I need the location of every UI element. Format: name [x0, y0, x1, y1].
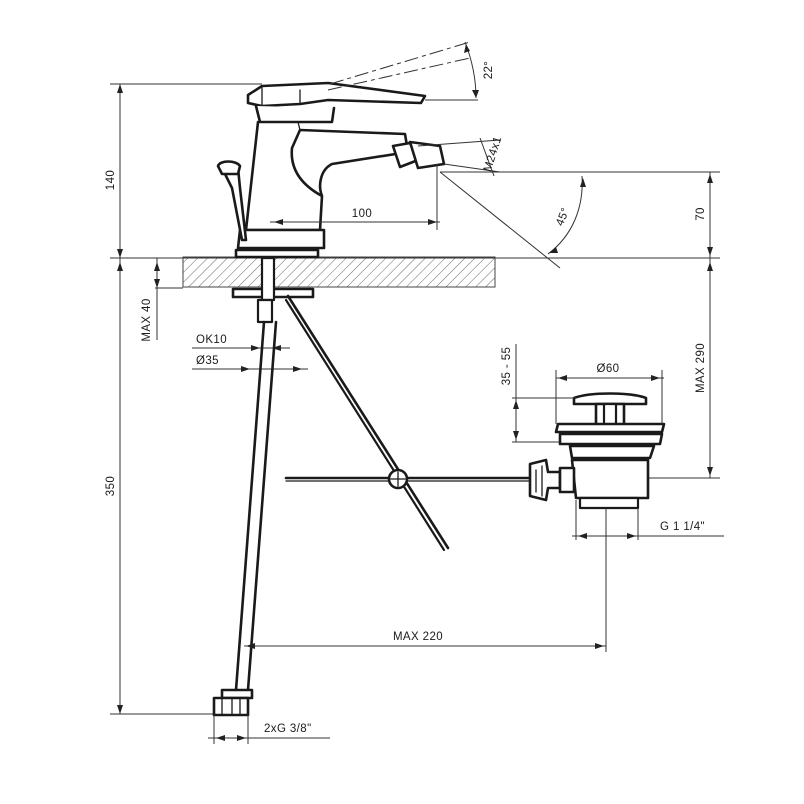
- dimension-spout-height: 70: [695, 172, 713, 258]
- popup-rod: [284, 294, 534, 552]
- label-70: 70: [695, 207, 707, 221]
- label-350: 350: [105, 476, 117, 496]
- label-35-55: 35 - 55: [501, 347, 513, 386]
- dimension-hole-diameter: Ø35: [192, 355, 308, 372]
- label-max-220: MAX 220: [393, 631, 443, 643]
- dimension-max-depth: MAX 290: [540, 258, 720, 479]
- label-max-40: MAX 40: [141, 298, 153, 341]
- label-ok10: OK10: [196, 334, 227, 346]
- label-g-1-1-4: G 1 1/4": [660, 521, 705, 533]
- dimension-max-counter: MAX 40: [141, 258, 160, 342]
- dimension-height-under-counter: 350: [105, 258, 222, 715]
- dimension-spout-reach: 100: [270, 164, 440, 230]
- dimension-waste-thread: G 1 1/4": [572, 500, 724, 540]
- waste-assembly: [528, 392, 666, 510]
- countertop: [110, 256, 720, 289]
- dimension-waste-diameter: Ø60: [555, 363, 664, 424]
- label-45-degrees: 45°: [554, 206, 572, 228]
- dimension-lever-angle: 22°: [327, 41, 495, 101]
- label-100: 100: [352, 208, 372, 220]
- label-2xg-3-8: 2xG 3/8": [264, 723, 312, 735]
- dimension-waste-range: 35 - 55: [501, 344, 576, 443]
- label-22-degrees: 22°: [483, 61, 495, 80]
- label-max-290: MAX 290: [695, 343, 707, 393]
- label-140: 140: [105, 170, 117, 190]
- dimension-height-total: 140: [105, 83, 262, 258]
- flexible-hose: [212, 320, 278, 717]
- label-d35: Ø35: [196, 355, 219, 367]
- dimension-hose-thread: 2xG 3/8": [208, 715, 330, 744]
- dimension-spout-angle: 45°: [439, 171, 720, 269]
- dimension-max-reach: MAX 220: [244, 508, 607, 652]
- mixer-body: [216, 81, 446, 324]
- label-d60: Ø60: [597, 363, 620, 375]
